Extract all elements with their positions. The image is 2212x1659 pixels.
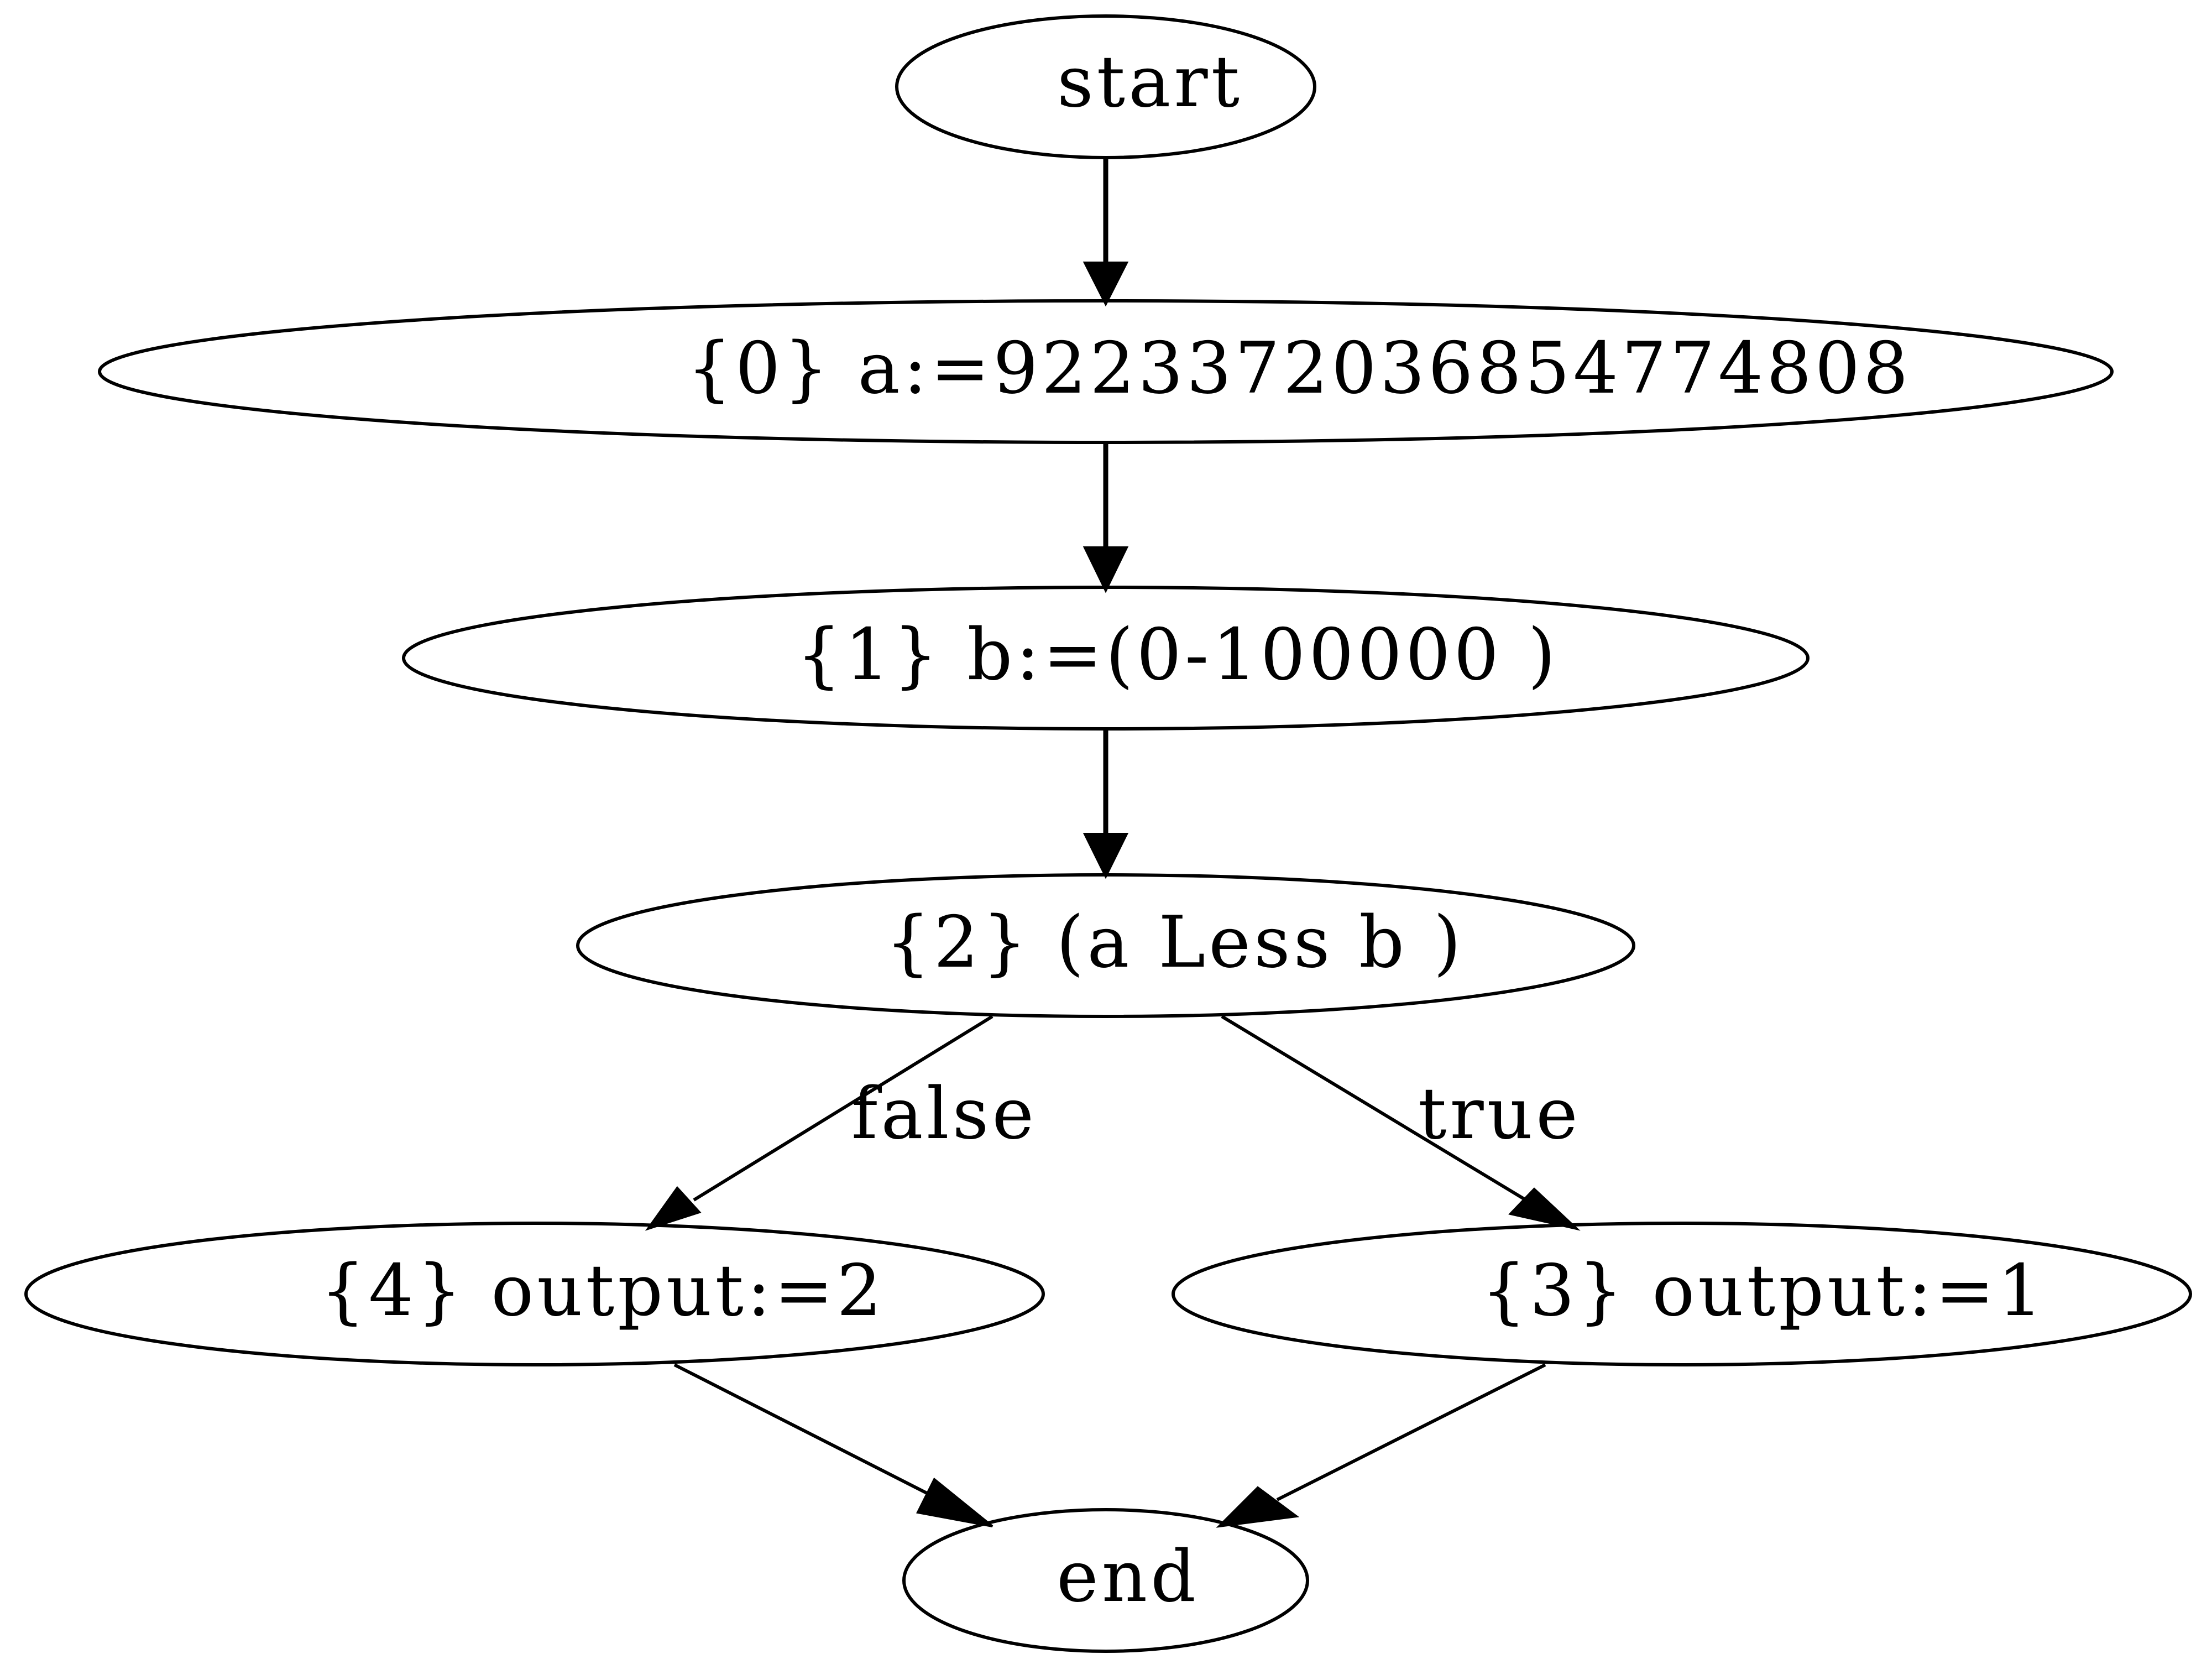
edge-n4-to-end [673,1363,993,1527]
node-4: {4} output:=2 [24,1222,1045,1366]
edge-n2-to-n4-false: false [645,1015,1037,1231]
node-label-1: {1} b:=(0-100000 ) [796,614,1559,696]
node-start: start [895,14,1316,159]
node-0: {0} a:=9223372036854774808 [98,299,2114,444]
edge-n3-to-end [1216,1363,1546,1528]
node-label-0: {0} a:=9223372036854774808 [687,327,1912,410]
nodes: start {0} a:=9223372036854774808 {1} b:=… [24,14,2192,1653]
node-end: end [902,1508,1309,1653]
edge-label-true: true [1418,1073,1581,1155]
edge-n2-to-n3-true: true [1221,1015,1581,1231]
node-label-2: {2} (a Less b ) [885,901,1464,984]
edge-n1-to-n2 [1083,729,1129,879]
node-label-4: {4} output:=2 [320,1250,885,1332]
edge-start-to-n0 [1083,158,1129,307]
edge-n0-to-n1 [1083,442,1129,593]
node-2: {2} (a Less b ) [576,873,1635,1018]
node-label-start: start [1057,41,1243,123]
edges: false true [645,158,1581,1528]
edge-label-false: false [851,1073,1037,1155]
node-label-end: end [1057,1536,1199,1618]
node-1: {1} b:=(0-100000 ) [402,586,1810,731]
node-label-3: {3} output:=1 [1481,1250,2046,1332]
node-3: {3} output:=1 [1172,1222,2192,1366]
